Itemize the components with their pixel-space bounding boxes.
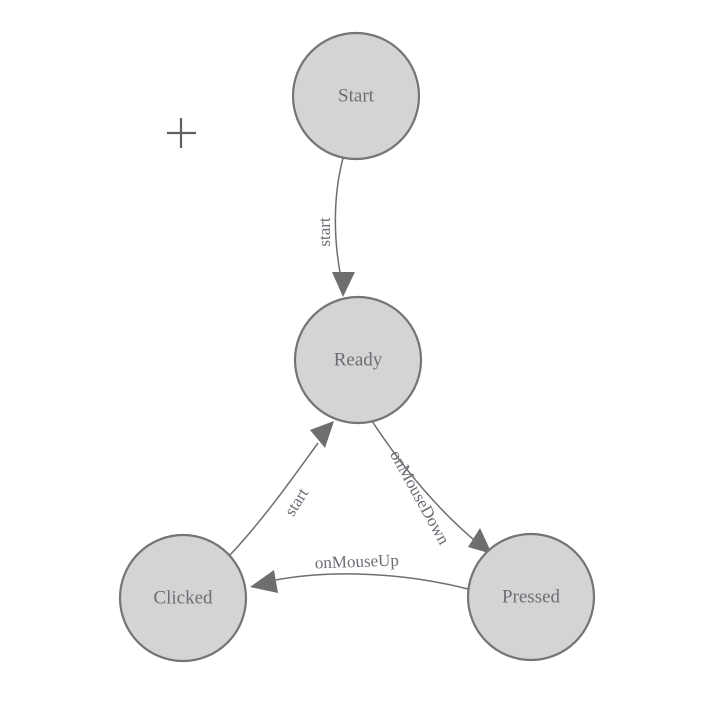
node-label-ready: Ready — [334, 349, 383, 370]
arrowhead-clicked-to-ready — [310, 421, 334, 448]
node-ready[interactable]: Ready — [293, 295, 423, 425]
edge-clicked-to-ready[interactable]: start — [228, 421, 334, 557]
edge-path-clicked-to-ready — [228, 442, 319, 557]
node-circle-start — [291, 31, 421, 161]
node-circle-clicked — [118, 533, 248, 663]
edge-label-start-to-ready: start — [315, 217, 334, 247]
node-circle-ready — [293, 295, 423, 425]
edge-path-start-to-ready — [334, 157, 344, 284]
edge-label-ready-to-pressed: onMouseDown — [386, 447, 454, 548]
edge-path-ready-to-pressed — [371, 420, 481, 546]
edge-label-pressed-to-clicked: onMouseUp — [314, 551, 399, 573]
edge-label-clicked-to-ready: start — [281, 484, 313, 519]
edge-pressed-to-clicked[interactable]: onMouseUp — [250, 551, 469, 593]
node-circle-pressed — [466, 532, 596, 662]
node-label-pressed: Pressed — [502, 586, 561, 607]
node-clicked[interactable]: Clicked — [118, 533, 248, 663]
node-start[interactable]: Start — [291, 31, 421, 161]
arrowhead-start-to-ready — [332, 272, 355, 297]
arrowhead-ready-to-pressed — [468, 528, 492, 554]
node-pressed[interactable]: Pressed — [466, 532, 596, 662]
node-label-clicked: Clicked — [153, 587, 213, 608]
plus-marker-icon[interactable] — [167, 118, 196, 148]
edge-path-pressed-to-clicked — [275, 573, 469, 590]
edge-start-to-ready[interactable]: start — [315, 157, 355, 297]
arrowhead-pressed-to-clicked — [250, 570, 278, 593]
edge-ready-to-pressed[interactable]: onMouseDown — [371, 420, 492, 554]
node-label-start: Start — [338, 85, 375, 106]
